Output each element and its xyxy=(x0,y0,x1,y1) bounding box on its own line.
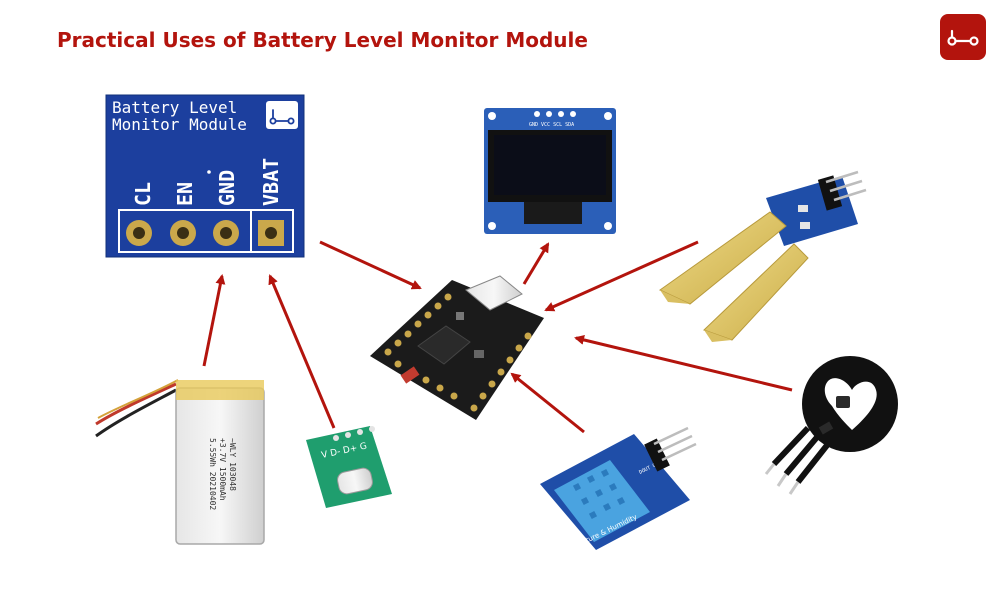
pin-pad-vbat xyxy=(258,220,284,246)
pin-pad-cl xyxy=(126,220,152,246)
pin-label-cl: CL xyxy=(131,182,155,206)
pin-pad-gnd xyxy=(213,220,239,246)
battery-label-line1: ~WLY 103048 xyxy=(228,438,237,491)
battery-label-line2: +3.7V 1500mAh xyxy=(218,438,227,501)
oled-pin-header: GND VCC SCL SDA xyxy=(529,122,574,128)
arrow-usbc-to-module xyxy=(268,274,336,429)
link-icon xyxy=(940,14,986,60)
module-link-icon xyxy=(269,109,295,125)
pin-label-gnd: GND xyxy=(215,170,239,206)
module-name-line1: Battery Level xyxy=(112,98,237,117)
battery-monitor-module: Battery Level Monitor Module CL EN GND V… xyxy=(105,94,305,258)
module-name-line2: Monitor Module xyxy=(112,115,247,134)
arrow-esp32-to-oled xyxy=(522,242,550,285)
connection-arrows xyxy=(202,240,793,434)
usb-c-breakout-board: V D- D+ G xyxy=(306,426,392,508)
soil-moisture-sensor xyxy=(659,170,867,342)
battery-label-line3: 5.55Wh 20210402 xyxy=(208,438,217,510)
arrow-soil-to-esp32 xyxy=(544,240,699,312)
dht11-sensor: Temperature & Humidity DOUT GND VCC xyxy=(540,426,697,558)
lipo-battery: ~WLY 103048 +3.7V 1500mAh 5.55Wh 2021040… xyxy=(95,379,265,545)
arrow-module-to-esp32 xyxy=(319,240,422,290)
esp32-c3-board xyxy=(370,275,544,420)
pin-label-vbat: VBAT xyxy=(259,158,283,206)
page-title: Practical Uses of Battery Level Monitor … xyxy=(57,28,588,52)
oled-display-module: GND VCC SCL SDA xyxy=(484,108,616,234)
pulse-sensor-leads xyxy=(764,425,831,495)
pin-pad-en xyxy=(170,220,196,246)
arrow-battery-to-module xyxy=(202,274,226,367)
pin-label-en: EN xyxy=(173,182,197,206)
arrow-pulse-to-esp32 xyxy=(574,335,793,392)
arrow-dht-to-esp32 xyxy=(510,372,585,434)
pulse-sensor xyxy=(764,356,898,495)
